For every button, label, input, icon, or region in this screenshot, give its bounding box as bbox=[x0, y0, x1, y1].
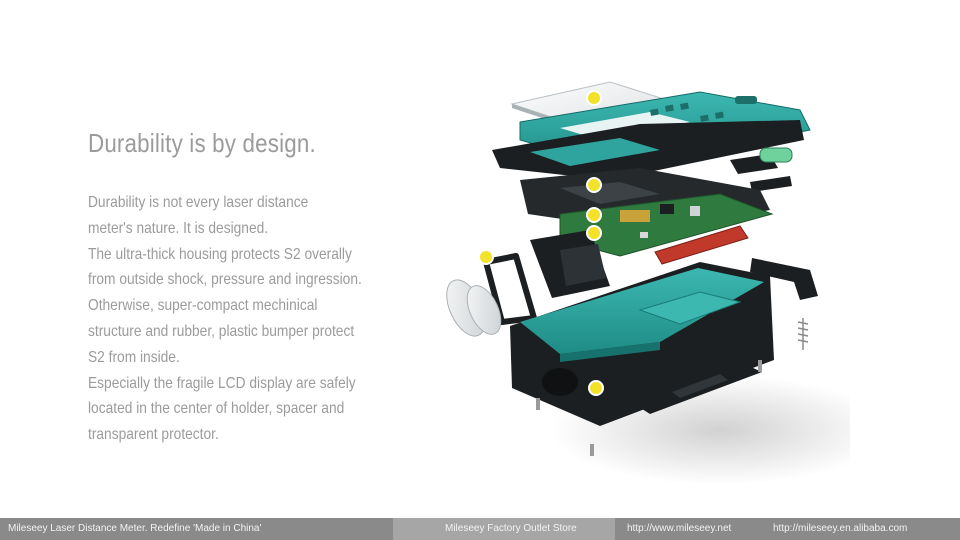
spring-part bbox=[797, 318, 809, 350]
body-line: Durability is not every laser distance bbox=[88, 194, 309, 211]
body-line: The ultra-thick housing protects S2 over… bbox=[88, 245, 352, 263]
marker-dots bbox=[478, 90, 604, 396]
footer-url-alibaba[interactable]: http://mileseey.en.alibaba.com bbox=[773, 523, 908, 534]
rear-lens bbox=[466, 285, 502, 335]
body-line: transparent protector. bbox=[88, 426, 219, 444]
red-battery bbox=[654, 225, 749, 265]
footer-store-name: Mileseey Factory Outlet Store bbox=[445, 523, 577, 534]
slide-body: Durability is not every laser distance m… bbox=[88, 190, 380, 448]
screw bbox=[758, 360, 762, 372]
footer-url-website[interactable]: http://www.mileseey.net bbox=[627, 523, 732, 534]
screw bbox=[536, 398, 540, 410]
body-line: meter's nature. It is designed. bbox=[88, 219, 269, 237]
footer-bar: Mileseey Laser Distance Meter. Redefine … bbox=[0, 518, 960, 540]
battery-part bbox=[759, 147, 793, 163]
rear-bracket bbox=[750, 258, 818, 300]
body-line: Especially the fragile LCD display are s… bbox=[88, 374, 356, 392]
slide-title: Durability is by design. bbox=[88, 128, 316, 158]
body-line: from outside shock, pressure and ingress… bbox=[88, 271, 362, 289]
footer-tagline: Mileseey Laser Distance Meter. Redefine … bbox=[8, 523, 262, 534]
exploded-view-illustration bbox=[446, 81, 850, 485]
screw bbox=[590, 444, 594, 456]
body-line: located in the center of holder, spacer … bbox=[88, 400, 345, 418]
body-line: structure and rubber, plastic bumper pro… bbox=[88, 322, 355, 340]
footer-store-box bbox=[393, 518, 615, 540]
body-line: S2 from inside. bbox=[88, 348, 180, 366]
body-line: Otherwise, super-compact mechinical bbox=[88, 297, 318, 315]
